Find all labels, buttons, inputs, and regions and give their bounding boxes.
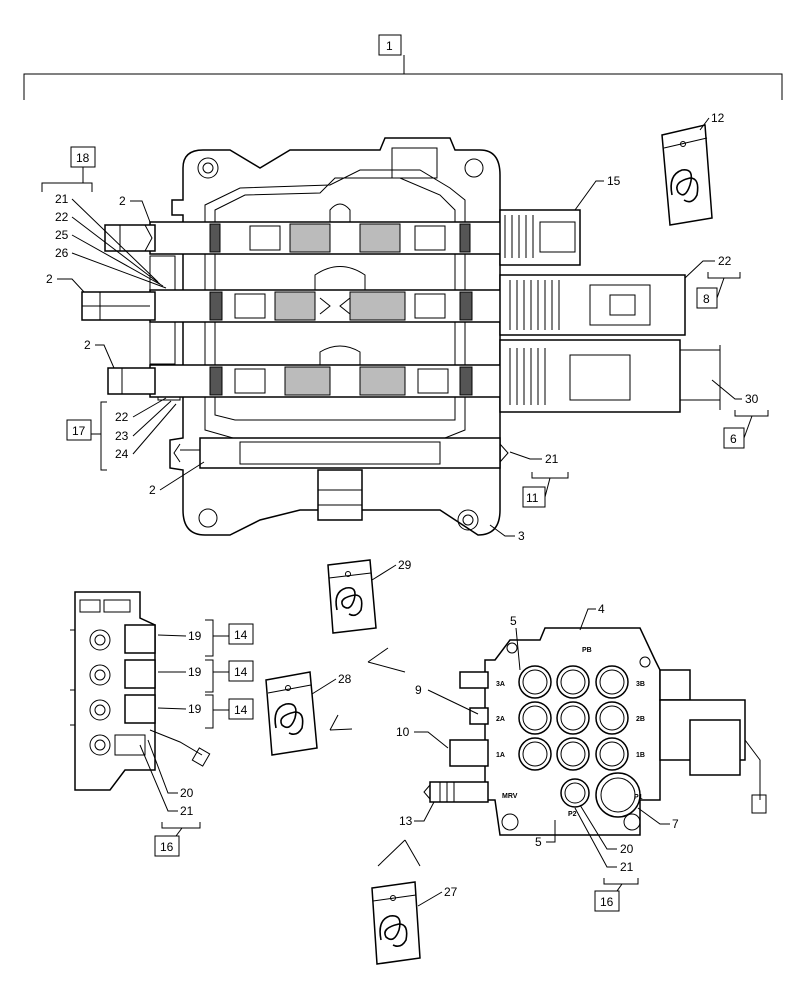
callout-box-16-b[interactable] [594, 890, 620, 912]
seal-kit-bag-28: 28 [265, 671, 352, 756]
callout-box-1[interactable] [378, 34, 402, 56]
port-label-1a: 1A [496, 752, 505, 759]
port-label-mrv: MRV [502, 793, 518, 800]
port-label-pb: PB [582, 647, 592, 654]
callout-5-a: 5 [510, 614, 517, 628]
callout-27: 27 [444, 885, 458, 899]
callout-23: 23 [115, 429, 129, 443]
port-label-2a: 2A [496, 716, 505, 723]
callout-4: 4 [598, 602, 605, 616]
callout-2-c: 2 [84, 338, 91, 352]
port-label-3b: 3B [636, 681, 645, 688]
seal-kit-bag-29: 29 [327, 558, 412, 634]
callout-17: 17 [72, 424, 86, 438]
callout-2-d: 2 [149, 483, 156, 497]
callout-12: 12 [711, 111, 725, 125]
callout-22-b: 22 [115, 410, 129, 424]
callout-box-17[interactable] [66, 419, 92, 441]
callout-29: 29 [398, 558, 412, 572]
callout-3: 3 [518, 529, 525, 543]
side-view-callouts: 19 19 19 14 14 14 20 21 16 [139, 619, 254, 857]
callout-11: 11 [526, 491, 539, 505]
port-label-3a: 3A [496, 681, 505, 688]
callout-5-b: 5 [535, 835, 542, 849]
callout-30: 30 [745, 392, 759, 406]
callout-20-b: 20 [620, 842, 634, 856]
callout-26: 26 [55, 246, 69, 260]
port-label-2b: 2B [636, 716, 645, 723]
port-label-1b: 1B [636, 752, 645, 759]
main-valve-body [149, 137, 509, 536]
spool-2 [81, 266, 686, 336]
spool-1 [104, 203, 581, 266]
seal-kit-bag-27: 27 [371, 881, 458, 965]
callout-21-b: 21 [545, 452, 559, 466]
callout-19-a: 19 [188, 629, 202, 643]
callout-2-b: 2 [46, 272, 53, 286]
callout-13: 13 [399, 814, 413, 828]
seal-kit-bag-12: 12 [661, 111, 725, 226]
callout-25: 25 [55, 228, 69, 242]
callout-box-14-b[interactable] [228, 660, 254, 682]
callout-14-c: 14 [234, 703, 248, 717]
callout-box-14-a[interactable] [228, 623, 254, 645]
callout-1: 1 [386, 39, 393, 53]
callout-2-a: 2 [119, 194, 126, 208]
front-view-callouts: 4 5 9 10 13 5 20 21 7 16 [396, 602, 679, 912]
callout-box-14-c[interactable] [228, 698, 254, 720]
callout-8: 8 [703, 292, 710, 306]
callout-24: 24 [115, 447, 129, 461]
callout-19-c: 19 [188, 702, 202, 716]
callout-21-a: 21 [55, 192, 69, 206]
callout-19-b: 19 [188, 665, 202, 679]
assembly-bracket: 1 [23, 34, 783, 100]
callout-10: 10 [396, 725, 410, 739]
callout-21-c: 21 [180, 804, 194, 818]
callout-18: 18 [76, 151, 90, 165]
callout-20-a: 20 [180, 786, 194, 800]
callout-22-a: 22 [55, 210, 69, 224]
callout-21-d: 21 [620, 860, 634, 874]
callout-16-a: 16 [160, 840, 174, 854]
callout-28: 28 [338, 672, 352, 686]
valve-front-view: 3A 2A 1A 3B 2B 1B PB P1 P2 MRV [423, 627, 767, 836]
callout-15: 15 [607, 174, 621, 188]
valve-side-view [70, 591, 211, 791]
spool-3 [107, 339, 721, 413]
port-label-p1: P1 [634, 794, 643, 801]
callout-14-b: 14 [234, 665, 248, 679]
port-label-p2: P2 [568, 811, 577, 818]
kit-pointers [329, 647, 421, 867]
callout-9: 9 [415, 683, 422, 697]
callout-16-b: 16 [600, 895, 614, 909]
callout-14-a: 14 [234, 628, 248, 642]
callout-22-c: 22 [718, 254, 732, 268]
top-drawing-callouts: 18 21 2 22 25 26 2 2 17 22 23 24 2 15 [41, 146, 769, 543]
callout-7: 7 [672, 817, 679, 831]
callout-box-16-a[interactable] [154, 835, 180, 857]
callout-6: 6 [730, 432, 737, 446]
